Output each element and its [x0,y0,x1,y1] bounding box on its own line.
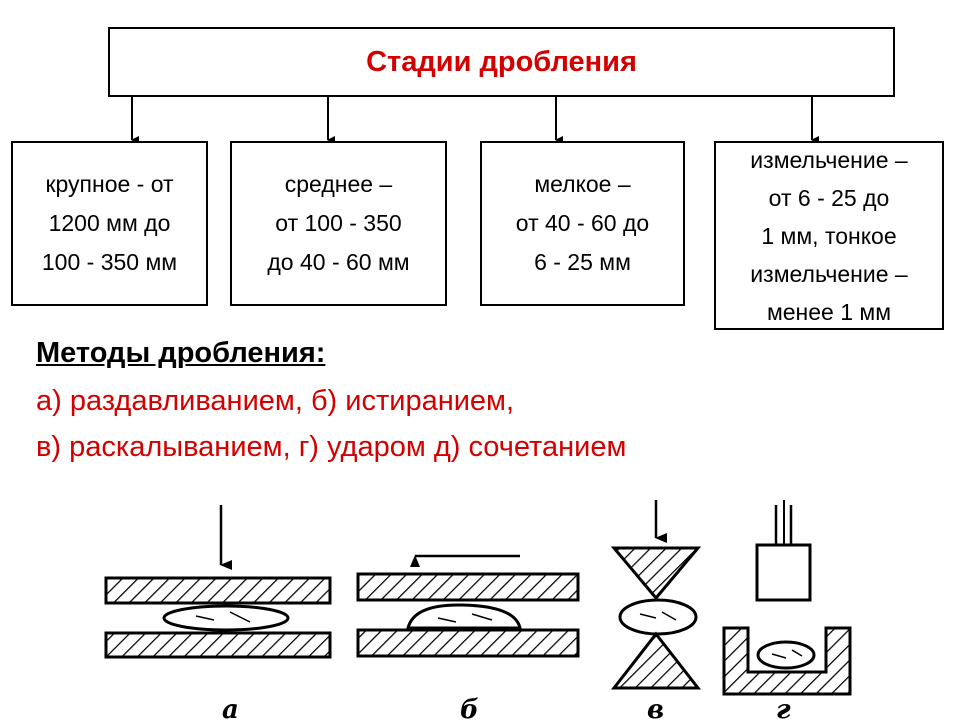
figure-label-v: в [647,695,665,725]
figure-splitting [610,500,702,690]
methods-heading: Методы дробления: [36,337,326,369]
abraded-particle [406,603,522,630]
split-particle [618,598,698,636]
stages-title: Стадии дробления [366,45,637,78]
figure-crushing [104,505,332,659]
figure-label-b: б [460,695,479,725]
upper-plate [104,576,332,605]
methods-line-1: а) раздавливанием, б) истиранием, [36,385,515,417]
figure-label-g: г [776,695,791,725]
container [722,626,852,696]
methods-line-2: в) раскалыванием, г) ударом д) сочетание… [36,431,627,463]
hammer [755,543,812,602]
stage-grinding-box: измельчение – от 6 - 25 до 1 мм, тонкое … [714,141,944,330]
impacted-particle [756,640,816,670]
lower-wedge [610,631,702,690]
figure-abrasion [356,554,580,658]
stage-coarse-box: крупное - от 1200 мм до 100 - 350 мм [11,141,208,306]
figure-impact [722,500,852,696]
figure-label-a: а [222,695,239,725]
stage-fine-box: мелкое – от 40 - 60 до 6 - 25 мм [480,141,685,306]
upper-wedge [610,546,702,601]
lower-plate [356,628,580,658]
lower-plate [104,631,332,659]
stage-medium-box: среднее – от 100 - 350 до 40 - 60 мм [230,141,447,306]
upper-plate [356,572,580,602]
stages-title-box: Стадии дробления [108,27,895,97]
crushed-particle [162,604,290,632]
